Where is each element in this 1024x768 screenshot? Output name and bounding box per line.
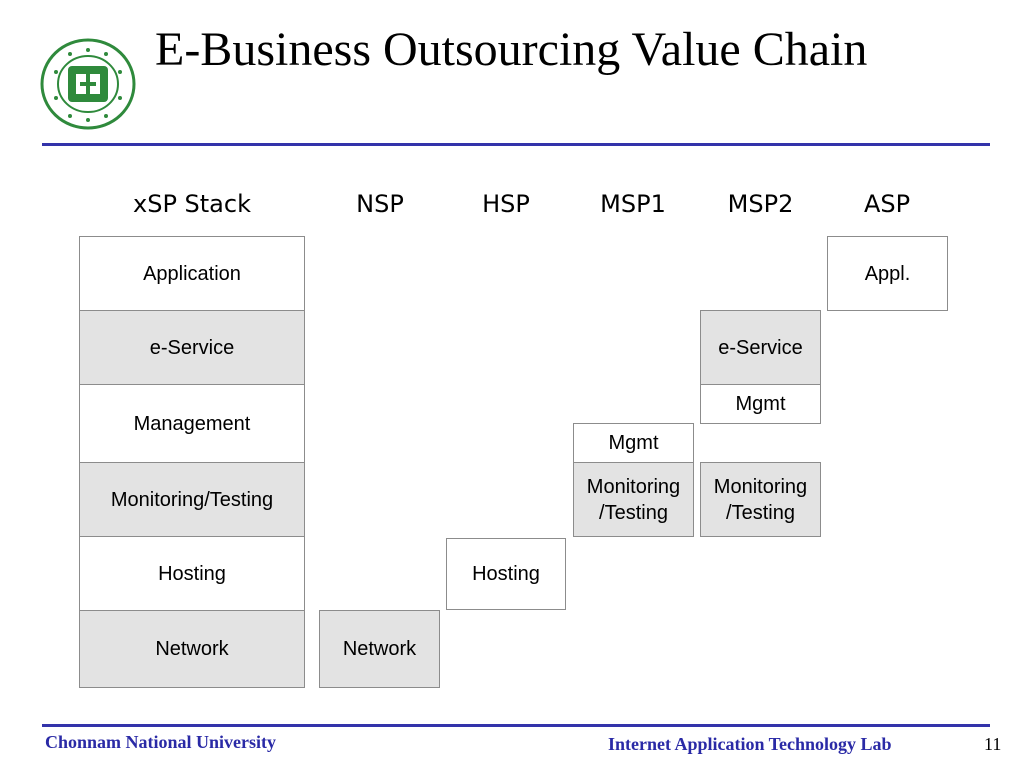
stack-layer-management: Management — [79, 384, 305, 463]
asp-appl-box: Appl. — [827, 236, 948, 311]
stack-layer-network: Network — [79, 610, 305, 688]
footer-university: Chonnam National University — [45, 732, 277, 752]
slide-title: E-Business Outsourcing Value Chain — [155, 23, 868, 76]
msp2-eservice-box: e-Service — [700, 310, 821, 385]
nsp-network-box: Network — [319, 610, 440, 688]
stack-layer-application: Application — [79, 236, 305, 311]
msp2-monitoring-testing-box: Monitoring /Testing — [700, 462, 821, 537]
msp1-monitoring-line1: Monitoring — [586, 475, 681, 498]
column-header-xsp-stack: xSP Stack — [133, 190, 251, 218]
column-header-asp: ASP — [863, 190, 911, 218]
msp2-mgmt-box: Mgmt — [700, 384, 821, 424]
stack-layer-eservice: e-Service — [79, 310, 305, 385]
msp2-monitoring-line1: Monitoring — [713, 475, 808, 498]
stack-layer-monitoring-testing: Monitoring/Testing — [79, 462, 305, 537]
msp1-mgmt-box: Mgmt — [573, 423, 694, 463]
footer-divider — [42, 724, 990, 727]
column-header-msp1: MSP1 — [600, 190, 666, 218]
msp2-monitoring-line2: /Testing — [726, 501, 795, 524]
column-header-hsp: HSP — [482, 190, 530, 218]
msp1-monitoring-line2: /Testing — [599, 501, 668, 524]
page-number: 11 — [984, 734, 1002, 754]
title-divider — [42, 143, 990, 146]
column-header-nsp: NSP — [356, 190, 404, 218]
msp1-monitoring-testing-box: Monitoring /Testing — [573, 462, 694, 537]
stack-layer-hosting: Hosting — [79, 536, 305, 611]
university-seal-logo — [40, 38, 136, 130]
footer-lab-name: Internet Application Technology Lab — [608, 734, 892, 754]
column-header-msp2: MSP2 — [727, 190, 794, 218]
hsp-hosting-box: Hosting — [446, 538, 566, 610]
